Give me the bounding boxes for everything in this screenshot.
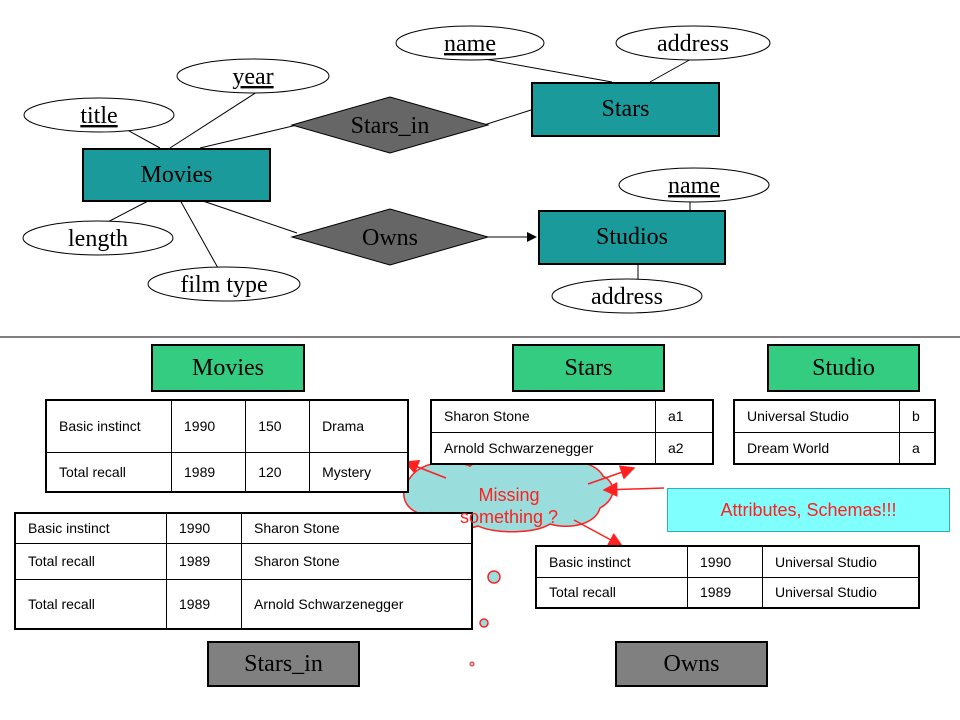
table-cell: 1989 <box>166 578 242 630</box>
attr-title-ellipse <box>23 97 175 133</box>
table-cell: 1989 <box>170 451 247 493</box>
attr-studio-address-label: address <box>591 284 663 310</box>
connector-star-name <box>467 55 613 83</box>
attr-film-type-label: film type <box>180 272 267 298</box>
table-cell: Dream World <box>733 431 900 465</box>
table-cell: 1990 <box>170 399 247 453</box>
entity-movies: Movies <box>82 148 271 202</box>
callout-bubble-large <box>487 570 501 584</box>
table-cell: 150 <box>245 399 311 453</box>
table-cell: Total recall <box>14 578 167 630</box>
callout-arrow-studio <box>587 465 636 485</box>
table-cell: Drama <box>309 399 409 453</box>
attr-star-address-ellipse <box>615 25 771 61</box>
table-cell: Total recall <box>45 451 172 493</box>
table-owns: Basic instinct 1990 Universal Studio Tot… <box>535 545 920 609</box>
table-cell: Basic instinct <box>45 399 172 453</box>
attr-year-ellipse <box>176 58 330 94</box>
relation-header-studio: Studio <box>767 344 920 392</box>
table-row: Basic instinct 1990 Sharon Stone <box>14 512 473 544</box>
attr-film-type-ellipse <box>147 266 301 302</box>
connector-year <box>169 89 261 149</box>
connector-starsin-stars <box>483 109 532 126</box>
relationship-owns-label: Owns <box>362 225 418 251</box>
table-row: Basic instinct 1990 150 Drama <box>45 399 409 453</box>
table-row: Basic instinct 1990 Universal Studio <box>535 545 920 578</box>
table-row: Total recall 1989 120 Mystery <box>45 451 409 493</box>
table-cell: b <box>899 399 936 433</box>
table-cell: Total recall <box>535 576 688 609</box>
attr-star-name-ellipse <box>395 25 545 61</box>
table-cell: Arnold Schwarzenegger <box>241 578 473 630</box>
table-row: Dream World a <box>733 431 936 465</box>
callout-arrow-movies <box>403 459 447 479</box>
attr-length-label: length <box>68 226 128 252</box>
table-cell: 1990 <box>166 512 242 544</box>
attr-year-label: year <box>232 64 273 90</box>
callout-text: Missing something ? <box>430 484 588 528</box>
callout-bubble-medium <box>479 618 489 628</box>
table-cell: Universal Studio <box>733 399 900 433</box>
table-cell: 1989 <box>166 542 242 580</box>
table-cell: 1990 <box>687 545 763 578</box>
callout-bubble-small <box>469 661 475 667</box>
table-row: Arnold Schwarzenegger a2 <box>430 431 714 465</box>
table-row: Total recall 1989 Arnold Schwarzenegger <box>14 578 473 630</box>
table-row: Sharon Stone a1 <box>430 399 714 433</box>
relationship-starsin-label: Stars_in <box>351 113 430 139</box>
attr-studio-name-ellipse <box>618 167 770 203</box>
table-row: Total recall 1989 Sharon Stone <box>14 542 473 580</box>
table-cell: Basic instinct <box>14 512 167 544</box>
table-cell: 120 <box>245 451 311 493</box>
callout-line-2: something ? <box>459 507 559 527</box>
table-studio: Universal Studio b Dream World a <box>733 399 936 465</box>
er-connectors <box>0 55 960 338</box>
table-stars-in: Basic instinct 1990 Sharon Stone Total r… <box>14 512 473 630</box>
table-cell: Total recall <box>14 542 167 580</box>
table-cell: Universal Studio <box>762 576 920 609</box>
attr-studio-address-ellipse <box>551 278 703 314</box>
relation-header-owns: Owns <box>615 641 768 687</box>
table-cell: Arnold Schwarzenegger <box>430 431 656 465</box>
connector-star-address <box>649 57 694 83</box>
relationship-starsin-diamond <box>290 96 490 154</box>
table-cell: Universal Studio <box>762 545 920 578</box>
attr-studio-name-label: name <box>668 173 720 199</box>
table-cell: Sharon Stone <box>241 542 473 580</box>
connector-film-type <box>179 199 219 269</box>
relation-header-stars: Stars <box>512 344 665 392</box>
relation-header-stars-in: Stars_in <box>207 641 360 687</box>
table-cell: 1989 <box>687 576 763 609</box>
attr-star-name-label: name <box>444 31 496 57</box>
attr-star-address-label: address <box>657 31 729 57</box>
table-row: Total recall 1989 Universal Studio <box>535 576 920 609</box>
entity-stars: Stars <box>531 82 720 137</box>
relation-header-movies: Movies <box>151 344 305 392</box>
table-cell: Sharon Stone <box>430 399 656 433</box>
callout-line-1: Missing <box>478 485 540 505</box>
relationship-owns-diamond <box>290 208 490 266</box>
entity-studios: Studios <box>538 210 726 265</box>
attr-title-label: title <box>80 103 117 129</box>
table-cell: a1 <box>655 399 714 433</box>
connector-movies-starsin <box>199 124 298 149</box>
table-cell: a <box>899 431 936 465</box>
table-cell: a2 <box>655 431 714 465</box>
table-cell: Mystery <box>309 451 409 493</box>
attr-length-ellipse <box>22 220 174 256</box>
schema-arrow <box>602 482 665 498</box>
callout-arrow-owns <box>573 519 624 547</box>
table-movies: Basic instinct 1990 150 Drama Total reca… <box>45 399 409 493</box>
table-stars: Sharon Stone a1 Arnold Schwarzenegger a2 <box>430 399 714 465</box>
connector-movies-owns <box>199 199 298 234</box>
schema-note: Attributes, Schemas!!! <box>667 488 950 532</box>
table-cell: Basic instinct <box>535 545 688 578</box>
table-row: Universal Studio b <box>733 399 936 433</box>
